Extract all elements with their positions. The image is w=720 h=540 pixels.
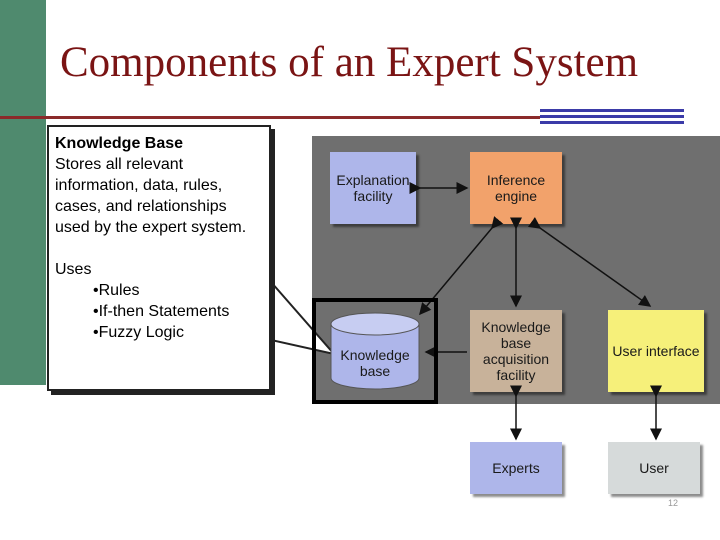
knowledge-base-highlight (312, 298, 438, 404)
inference-engine-node: Inference engine (470, 152, 562, 224)
callout-bullet-rules: •Rules (93, 282, 140, 299)
callout-bullet-fuzzy-logic: •Fuzzy Logic (93, 324, 184, 341)
user-node: User (608, 442, 700, 494)
page-number: 12 (668, 498, 679, 508)
database-cylinder-icon (330, 312, 420, 390)
experts-node: Experts (470, 442, 562, 494)
title-underline-pattern (540, 109, 684, 127)
left-accent-bar (0, 0, 46, 385)
slide-title: Components of an Expert System (60, 39, 639, 86)
arrow-inference-user-interface (527, 217, 652, 307)
callout-bullet-if-then: •If-then Statements (93, 303, 230, 320)
knowledge-base-node: Knowledge base (327, 310, 423, 392)
user-interface-node: User interface (608, 310, 704, 392)
acquisition-facility-node: Knowledge base acquisition facility (470, 310, 562, 392)
explanation-facility-node: Explanation facility (330, 152, 416, 224)
title-underline (0, 116, 540, 119)
knowledge-base-callout: Knowledge Base Stores all relevant infor… (47, 125, 271, 391)
callout-heading: Knowledge Base (55, 135, 184, 152)
callout-uses-label: Uses (55, 261, 92, 278)
callout-description: Stores all relevant information, data, r… (55, 156, 247, 236)
knowledge-base-label: Knowledge base (340, 347, 410, 379)
